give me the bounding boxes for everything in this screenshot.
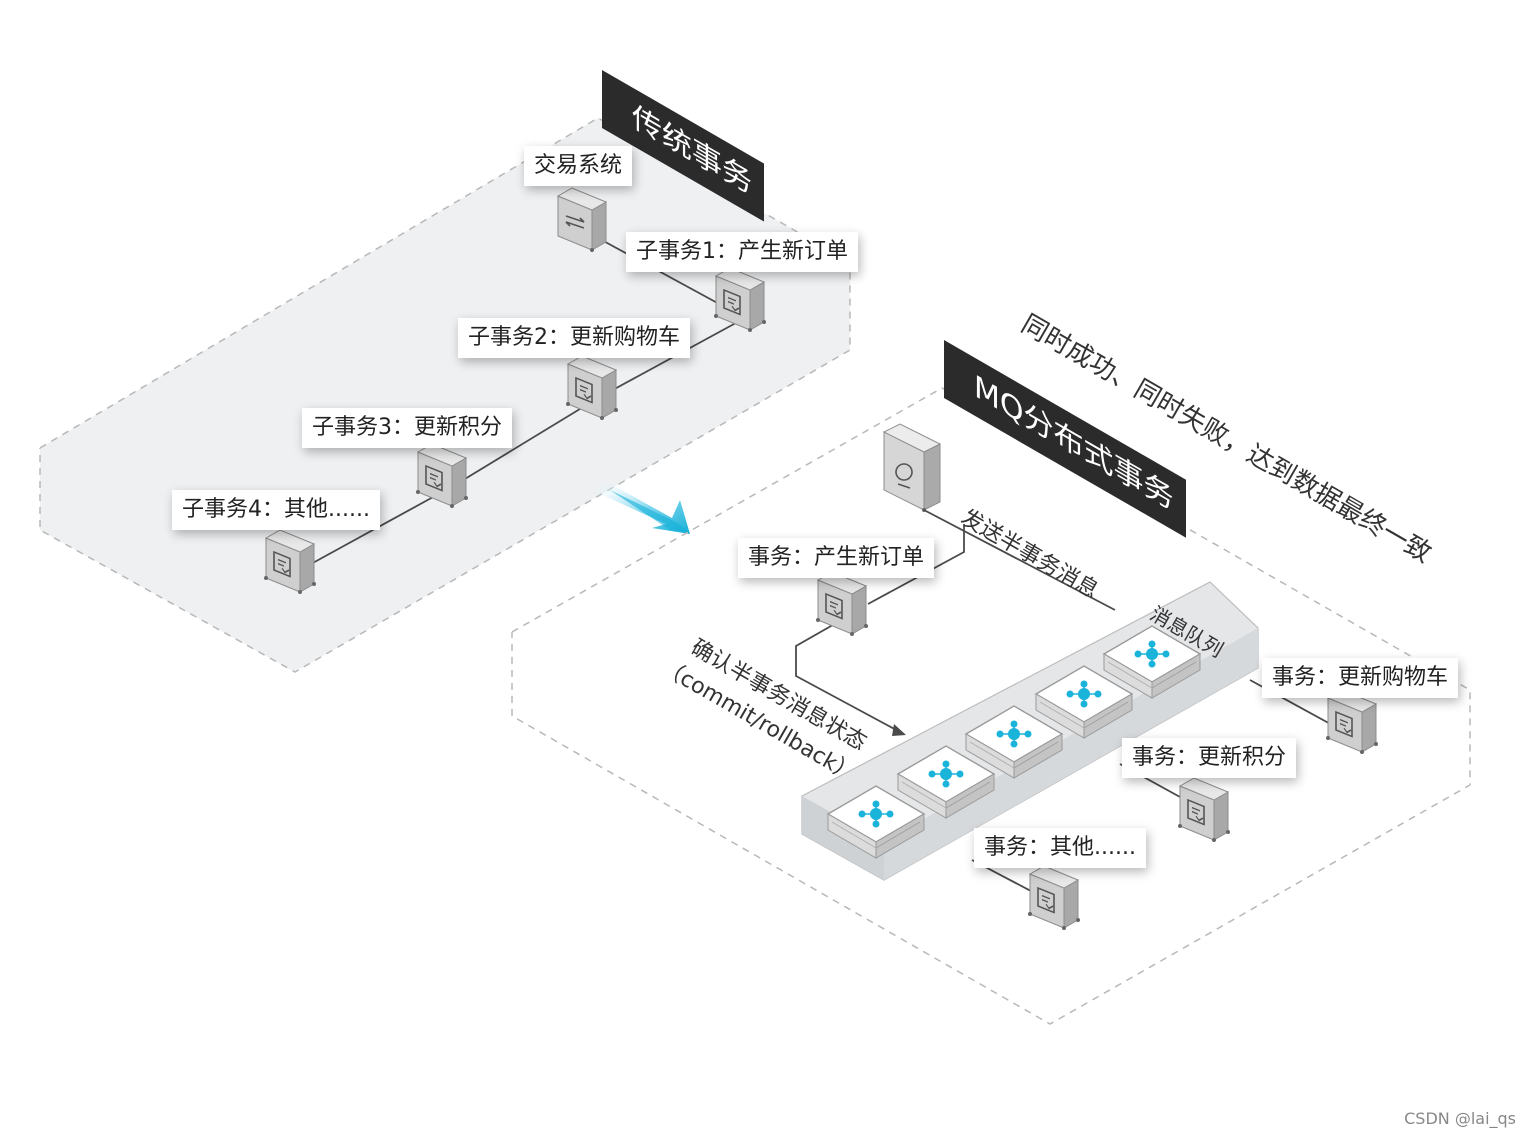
producer-doc-server: [815, 571, 869, 637]
traditional-step-3: 子事务3：更新积分: [302, 408, 512, 448]
exchange-icon: [565, 215, 585, 229]
watermark: CSDN @lai_qs: [1404, 1109, 1516, 1128]
traditional-step-2: 子事务2：更新购物车: [458, 318, 690, 358]
mq-consumer-1: 事务：更新购物车: [1262, 658, 1459, 698]
traditional-step-4: 子事务4：其他......: [172, 490, 380, 530]
traditional-step-1: 子事务1：产生新订单: [626, 232, 858, 272]
mq-producer-server: [882, 423, 942, 512]
search-icon: [895, 463, 913, 489]
confirm-arrowhead: [892, 724, 906, 736]
exchange-system-label: 交易系统: [524, 146, 633, 186]
consumer-doc-server-2: [1177, 777, 1231, 843]
arrow-icon: [596, 478, 690, 534]
mq-consumer-2: 事务：更新积分: [1122, 738, 1297, 778]
mq-platform: [511, 387, 1471, 1025]
consumer-doc-server-3: [1027, 865, 1081, 931]
mq-producer-transaction: 事务：产生新订单: [738, 538, 935, 578]
mq-consumer-3: 事务：其他......: [974, 828, 1146, 868]
consumer-doc-server-1: [1325, 689, 1379, 755]
exchange-server: [556, 187, 608, 252]
